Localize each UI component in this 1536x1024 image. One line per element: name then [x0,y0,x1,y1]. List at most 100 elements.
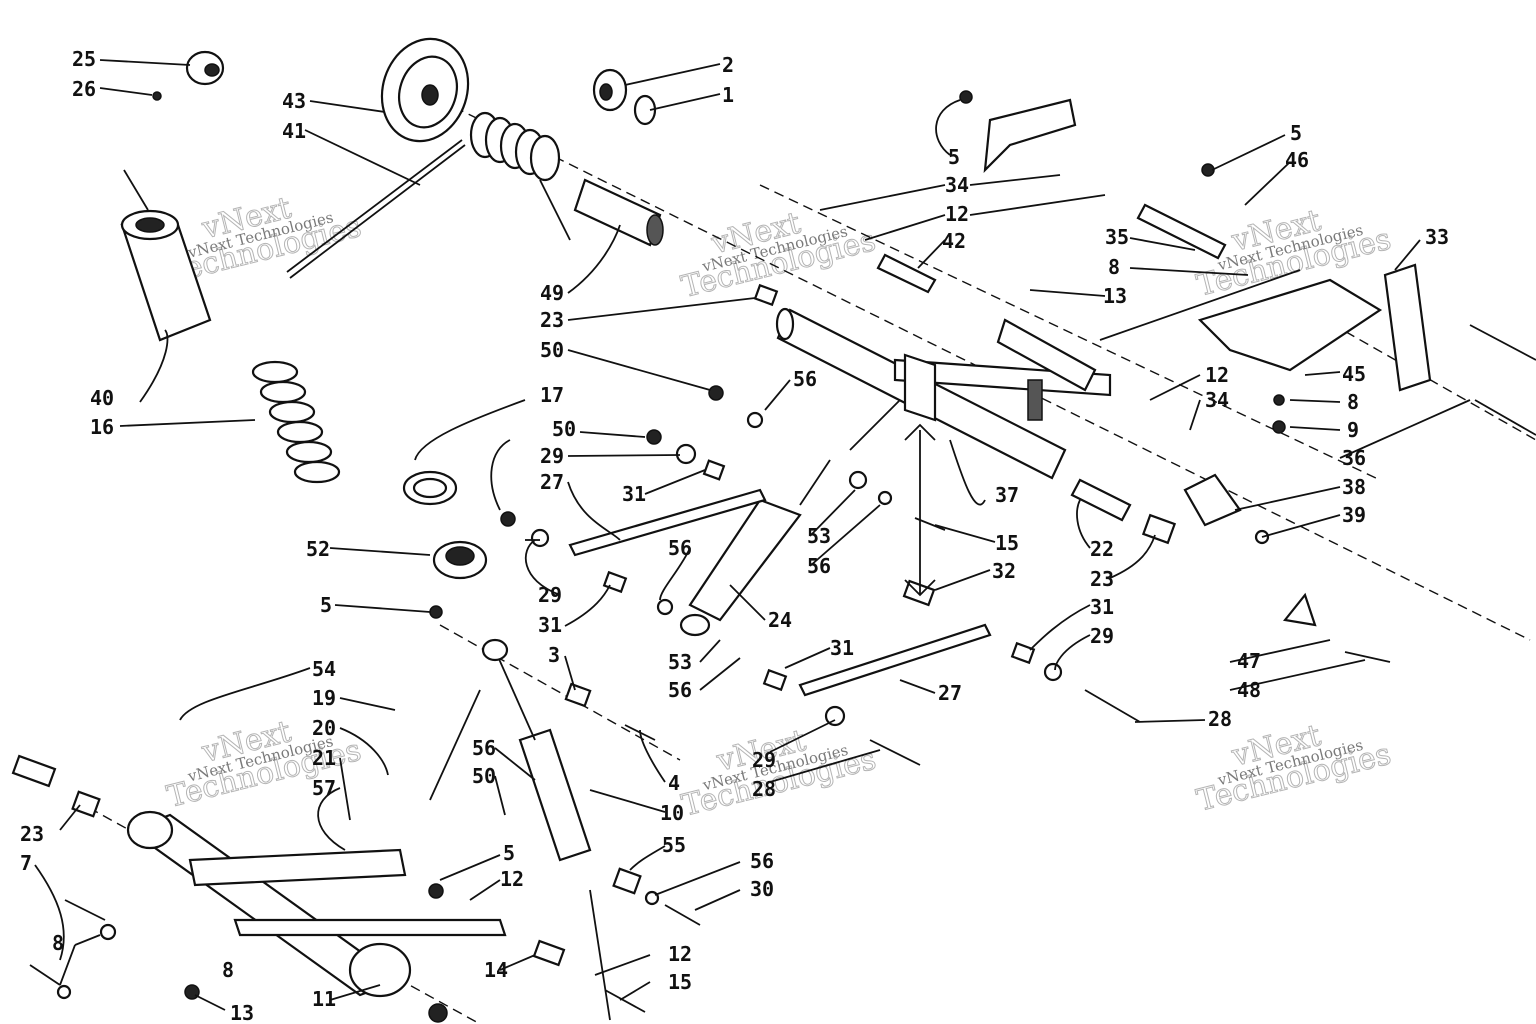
callout-label: 27 [540,470,564,494]
seal-inner [445,546,475,566]
callout-label: 27 [938,681,962,705]
callout-label: 8 [52,931,64,955]
nut [152,91,162,101]
shaft [1136,203,1227,260]
arm [1383,263,1432,392]
callout-label: 50 [552,417,576,441]
sleeve [762,668,788,692]
lower-a-arm [126,810,507,998]
callout-label: 8 [1347,390,1359,414]
nut [708,385,724,401]
idler-wheel [380,37,470,143]
callout-label: 15 [668,970,692,994]
callout-label: 21 [312,746,336,770]
bushing [573,178,664,247]
nut [646,429,662,445]
shock-boot [120,169,212,342]
callout-label: 11 [312,987,336,1011]
callout-label: 16 [90,415,114,439]
nut-hex [71,790,101,818]
arrow [1099,269,1301,341]
callout-label: 5 [320,593,332,617]
washer [99,923,117,941]
callout-label: 54 [312,657,336,681]
callout-label: 29 [752,748,776,772]
callout-label: 38 [1342,475,1366,499]
callout-label: 24 [768,608,792,632]
callout-label: 4 [668,771,680,795]
coil-spring [251,360,341,484]
rod [1469,324,1536,361]
nut [959,90,973,104]
callout-label: 31 [622,482,646,506]
callout-label: 31 [1090,595,1114,619]
callout-label: 23 [1090,567,1114,591]
shaft [876,253,937,294]
callout-label: 12 [1205,363,1229,387]
callout-label: 33 [1425,225,1449,249]
nut [1272,420,1286,434]
callout-label: 56 [750,849,774,873]
nut [500,511,516,527]
callout-label: 56 [472,736,496,760]
leader-lines [34,59,1471,1011]
bolt [869,739,921,766]
callout-label: 53 [668,650,692,674]
sleeve [1010,641,1036,665]
callout-label: 19 [312,686,336,710]
lower-arm-axis [439,624,681,761]
callout-label: 28 [1208,707,1232,731]
callout-label: 56 [668,678,692,702]
callout-label: 49 [540,281,564,305]
callout-label: 3 [548,643,560,667]
arrow [849,399,901,451]
washer [746,411,764,429]
callout-label: 57 [312,776,336,800]
shock-absorber [679,459,831,637]
callout-label: 45 [1342,362,1366,386]
callout-label: 28 [752,777,776,801]
callout-label: 34 [945,173,969,197]
callout-label: 37 [995,483,1019,507]
callout-label: 50 [472,764,496,788]
callout-label: 56 [807,554,831,578]
bracket [1183,473,1242,527]
sleeve [612,867,642,895]
washer [877,490,893,506]
callout-label: 22 [1090,537,1114,561]
rod [1474,399,1536,436]
callout-label: 5 [1290,121,1302,145]
arrow [429,689,481,801]
cross-frame [893,318,1112,422]
bolt [64,899,106,921]
callout-label: 26 [72,77,96,101]
bolt [664,904,701,926]
front-shock [481,638,592,862]
bolt [1344,651,1391,663]
arrow [589,889,611,1021]
callout-label: 17 [540,383,564,407]
callout-label: 56 [793,367,817,391]
callout-labels: 25 26 43 41 2 1 5 34 12 5 46 35 8 33 42 … [20,47,1449,1024]
washer [1043,662,1063,682]
washer [1273,394,1285,406]
ring-inner [412,477,448,499]
mount-plate [1197,278,1383,372]
arrow-head [904,423,936,441]
callout-label: 8 [1108,255,1120,279]
parts-artwork [11,37,1536,1023]
callout-label: 10 [660,801,684,825]
sleeve [702,459,726,481]
nut-hex [1141,513,1177,545]
tube [1070,478,1132,522]
callout-label: 15 [995,531,1019,555]
callout-label: 8 [222,958,234,982]
sleeve [11,754,57,788]
callout-label: 42 [942,229,966,253]
bolt [29,964,61,986]
torsion-spring [286,111,571,279]
callout-label: 50 [540,338,564,362]
washer [675,443,697,465]
callout-label: 13 [1103,284,1127,308]
callout-label: 7 [20,851,32,875]
